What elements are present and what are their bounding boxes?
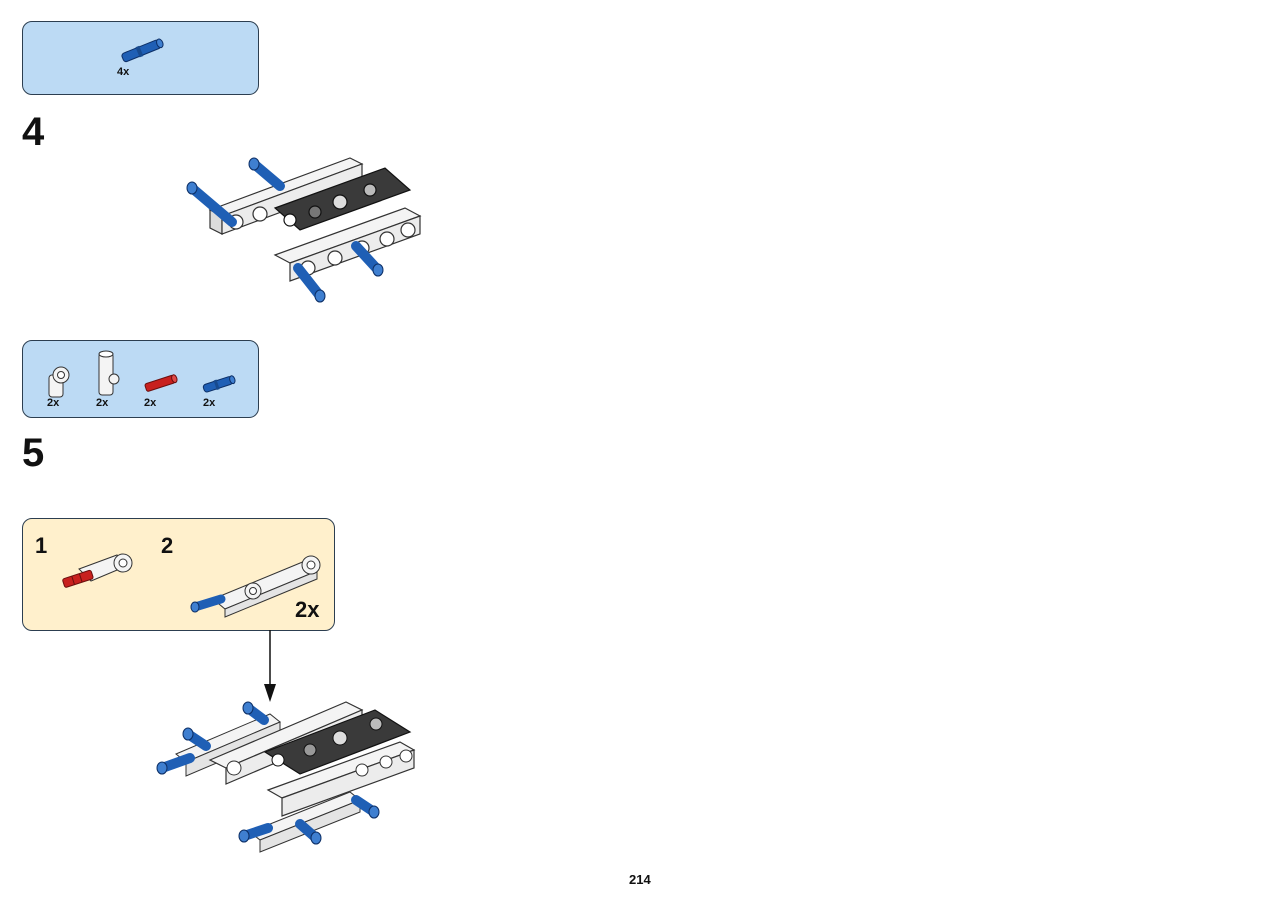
red-axle-icon [144,374,178,392]
part-quantity: 2x [96,397,109,409]
dark-gray-beam [273,167,412,231]
dark-gray-beam [263,709,412,775]
white-angle-connector-icon [48,366,70,398]
blue-axle-pin [351,795,380,819]
sub-assembly-callout: 1 2 2x [22,518,335,631]
part-quantity: 2x [203,397,216,409]
lower-white-beam [266,741,416,817]
blue-axle-pin [293,263,326,303]
blue-axle-pin [186,181,237,227]
blue-axle-pin [248,157,285,191]
sub-step-number: 1 [35,533,48,558]
white-tube-connector-icon [98,350,120,396]
page-number: 214 [629,872,651,887]
white-connector-assembly [249,791,361,853]
blue-axle-pin [295,819,322,845]
blue-axle-pin [156,753,195,775]
sub-step-1-illustration [62,553,133,588]
sub-step-2-illustration [190,555,321,618]
step-number: 4 [22,110,45,154]
blue-axle-pin [238,823,273,843]
part-quantity: 2x [47,397,60,409]
blue-axle-pin [351,241,384,277]
parts-list-step-4: 4x [22,21,259,95]
step-4-assembly-illustration [186,157,422,303]
parts-list-step-5: 2x 2x 2x 2x [22,340,259,418]
blue-axle-pin-icon [121,38,164,63]
part-quantity: 4x [117,66,130,78]
sub-step-number: 2 [161,533,174,558]
step-5-assembly-illustration [156,701,416,853]
part-quantity: 2x [144,397,157,409]
placement-arrow [264,630,276,702]
sub-assembly-multiplier: 2x [295,597,320,622]
blue-axle-pin [242,701,269,725]
blue-axle-pin-icon [202,375,236,393]
blue-axle-pin [182,727,211,751]
step-number: 5 [22,431,45,475]
